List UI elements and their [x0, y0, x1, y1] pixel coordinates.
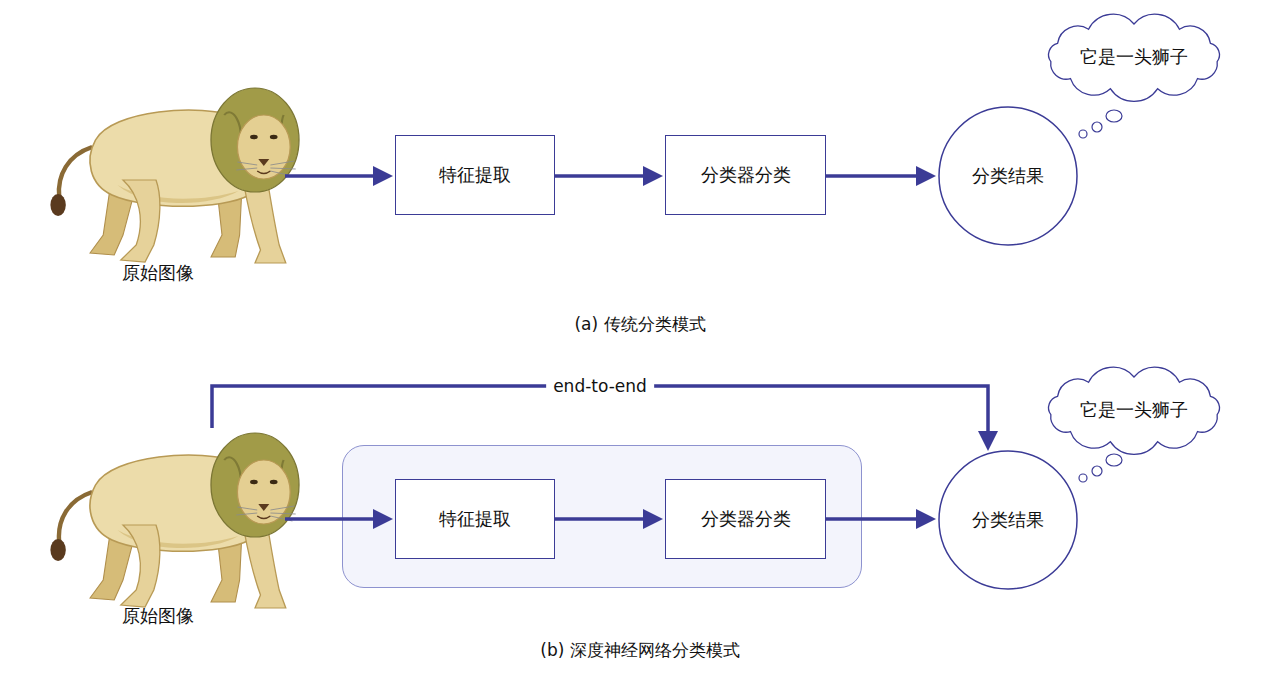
cloud-outline [1049, 367, 1220, 454]
result-circle: 分类结果 [938, 106, 1078, 246]
node-text: 特征提取 [439, 163, 511, 187]
network-group: 特征提取 分类器分类 [342, 445, 862, 588]
circle-outline [939, 451, 1077, 589]
image-caption: 原始图像 [122, 261, 194, 285]
flow-arrow [555, 517, 653, 521]
node-text: 分类器分类 [701, 507, 791, 531]
flow-arrow [285, 174, 383, 178]
node-text: 分类器分类 [701, 163, 791, 187]
circle-outline [939, 107, 1077, 245]
process-box: 分类器分类 [665, 479, 826, 559]
node-text: 分类结果 [972, 164, 1044, 188]
node-text: 它是一头狮子 [1080, 398, 1188, 422]
process-box: 特征提取 [395, 135, 555, 215]
figure-caption: (a) 传统分类模式 [574, 313, 705, 336]
flow-arrow [285, 517, 383, 521]
flow-arrow [826, 174, 926, 178]
figure-caption: (b) 深度神经网络分类模式 [540, 639, 739, 662]
thought-dot [1092, 122, 1102, 132]
process-box: 分类器分类 [665, 135, 826, 215]
thought-bubble: 它是一头狮子 [1040, 15, 1228, 99]
thought-dot [1106, 454, 1122, 466]
source-image: 原始图像 [30, 85, 285, 285]
cloud-outline [1049, 14, 1220, 101]
thought-dot [1092, 466, 1102, 476]
flow-arrow [555, 174, 653, 178]
result-circle: 分类结果 [938, 450, 1078, 590]
node-text: 分类结果 [972, 508, 1044, 532]
thought-dot [1079, 474, 1087, 482]
node-text: 特征提取 [439, 507, 511, 531]
lion-illustration [50, 88, 299, 263]
node-text: 它是一头狮子 [1080, 45, 1188, 69]
lion-illustration [50, 433, 299, 608]
thought-dot [1106, 110, 1122, 122]
thought-bubble: 它是一头狮子 [1040, 368, 1228, 452]
process-box: 特征提取 [395, 479, 555, 559]
source-image: 原始图像 [30, 428, 285, 628]
thought-dot [1079, 130, 1087, 138]
image-caption: 原始图像 [122, 604, 194, 628]
edge-label: end-to-end [546, 376, 654, 396]
flow-arrow [826, 517, 926, 521]
